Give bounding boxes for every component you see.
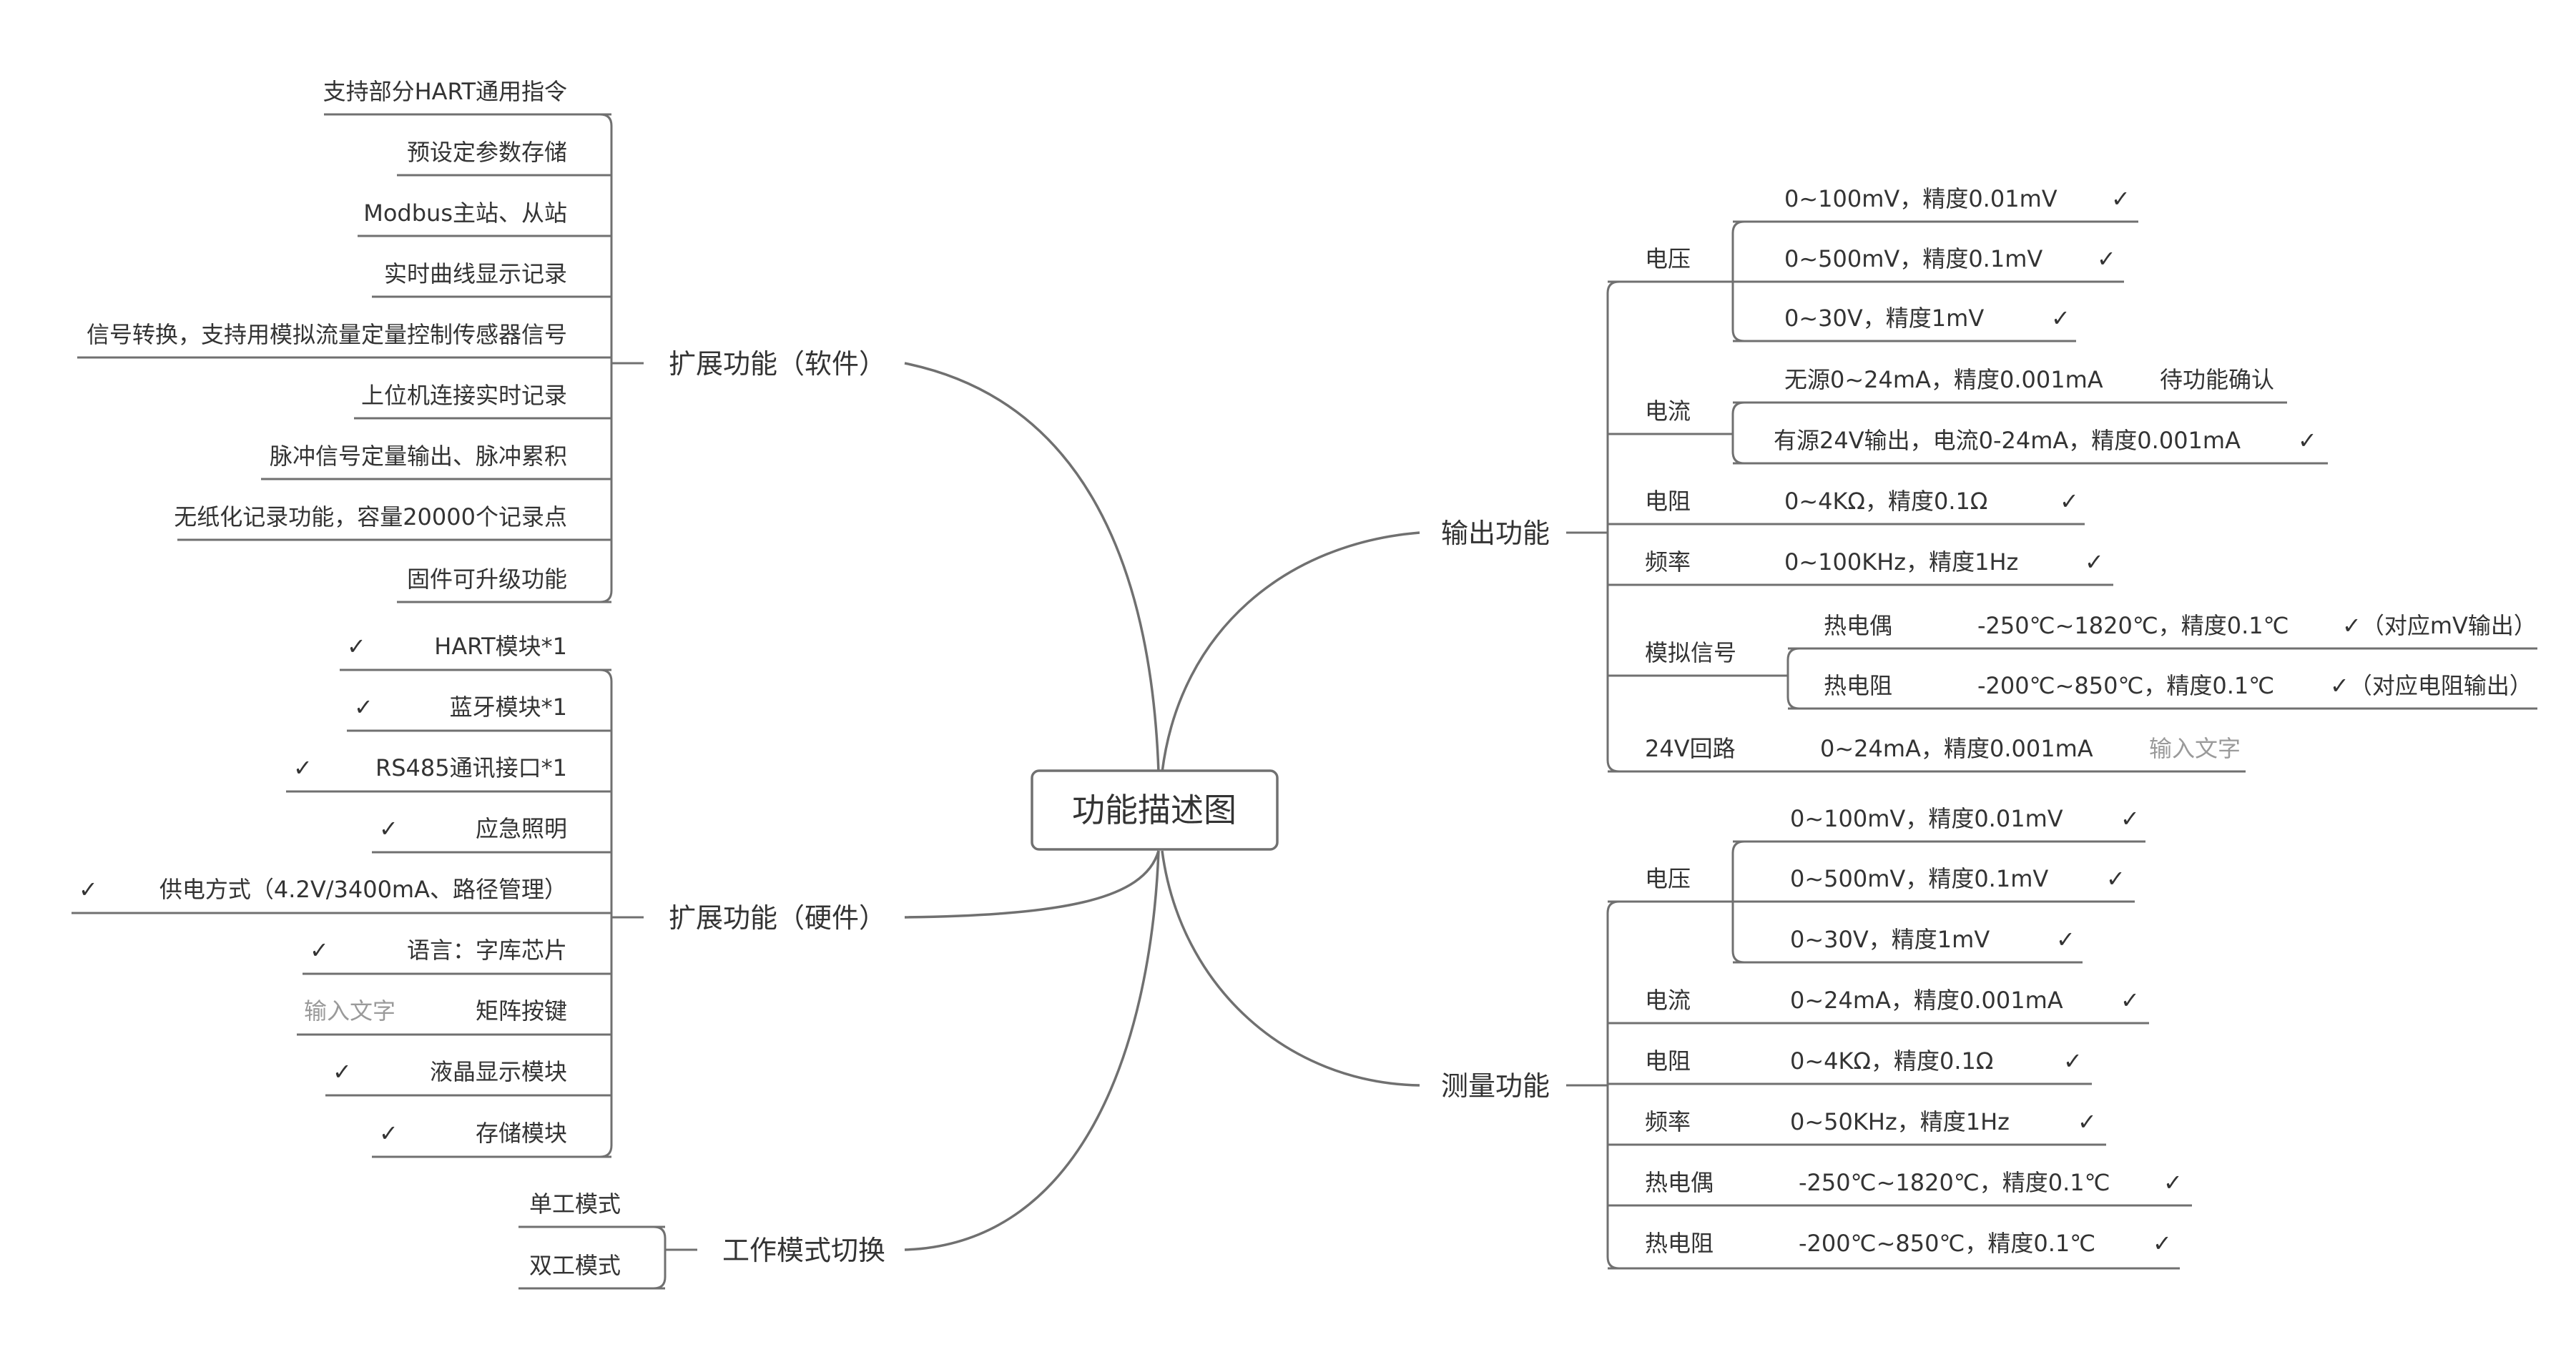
- hardware-mark: ✓: [354, 694, 373, 721]
- mode-item[interactable]: 单工模式: [529, 1190, 621, 1218]
- hardware-mark: ✓: [379, 1120, 398, 1147]
- status-note: 待功能确认: [2160, 366, 2274, 393]
- output-item[interactable]: 0~500mV，精度0.1mV: [1784, 245, 2042, 272]
- central-node-label: 功能描述图: [1072, 791, 1237, 829]
- hardware-mark: ✓: [379, 815, 398, 842]
- branch-measure-label[interactable]: 测量功能: [1441, 1070, 1550, 1102]
- software-item[interactable]: 信号转换，支持用模拟流量定量控制传感器信号: [87, 321, 567, 348]
- measure-item[interactable]: -250℃~1820℃，精度0.1℃: [1799, 1169, 2110, 1196]
- branch-software-label[interactable]: 扩展功能（软件）: [669, 348, 886, 380]
- text-placeholder[interactable]: 输入文字: [2149, 735, 2241, 762]
- check-mark: ✓: [2056, 926, 2075, 953]
- software-item[interactable]: Modbus主站、从站: [363, 199, 567, 227]
- output-group-label[interactable]: 频率: [1645, 548, 1691, 576]
- measure-item[interactable]: 0~50KHz，精度1Hz: [1790, 1108, 2010, 1135]
- check-mark: ✓: [2120, 987, 2140, 1014]
- measure-item[interactable]: 0~500mV，精度0.1mV: [1790, 865, 2048, 892]
- check-mark: ✓: [2153, 1230, 2172, 1257]
- output-group-label[interactable]: 电压: [1645, 245, 1691, 272]
- hardware-item[interactable]: 应急照明: [476, 815, 567, 842]
- measure-item[interactable]: 0~100mV，精度0.01mV: [1790, 805, 2063, 832]
- output-subitem-name[interactable]: 热电偶: [1824, 612, 1892, 639]
- connector-output: [1161, 531, 1420, 773]
- connector-software: [904, 362, 1160, 773]
- check-mark: ✓: [2111, 185, 2130, 212]
- hardware-item[interactable]: 语言：字库芯片: [407, 937, 567, 964]
- hardware-mark: ✓: [347, 633, 366, 660]
- check-mark-note: ✓（对应mV输出）: [2342, 612, 2537, 639]
- branch-output-label[interactable]: 输出功能: [1441, 518, 1550, 549]
- check-mark: ✓: [2060, 488, 2079, 515]
- output-subitem-name[interactable]: 热电阻: [1824, 672, 1892, 699]
- output-item[interactable]: 有源24V输出，电流0-24mA，精度0.001mA: [1774, 427, 2241, 454]
- check-mark: ✓: [2106, 865, 2125, 892]
- check-mark: ✓: [2085, 548, 2104, 576]
- hardware-mark-placeholder[interactable]: 输入文字: [304, 997, 395, 1025]
- measure-item[interactable]: 0~30V，精度1mV: [1790, 926, 1990, 953]
- hardware-mark: ✓: [79, 876, 98, 903]
- software-item[interactable]: 预设定参数存储: [407, 139, 567, 166]
- check-mark: ✓: [2063, 1047, 2083, 1075]
- measure-group-label[interactable]: 热电偶: [1645, 1169, 1714, 1196]
- measure-group-label[interactable]: 电流: [1645, 987, 1691, 1014]
- connector-hardware: [904, 850, 1160, 919]
- hardware-item[interactable]: 供电方式（4.2V/3400mA、路径管理）: [159, 876, 567, 903]
- hardware-item[interactable]: 存储模块: [476, 1120, 567, 1147]
- hardware-mark: ✓: [333, 1058, 352, 1085]
- measure-item[interactable]: 0~24mA，精度0.001mA: [1790, 987, 2063, 1014]
- hardware-item[interactable]: HART模块*1: [434, 633, 567, 660]
- branch-hardware: 扩展功能（硬件） ✓ HART模块*1 ✓ 蓝牙模块*1 ✓ RS485通讯接口…: [72, 633, 886, 1158]
- output-item[interactable]: 0~100mV，精度0.01mV: [1784, 185, 2058, 212]
- hardware-item[interactable]: 蓝牙模块*1: [450, 694, 567, 721]
- connector-measure: [1161, 850, 1420, 1087]
- measure-group-label[interactable]: 频率: [1645, 1108, 1691, 1135]
- branch-software: 扩展功能（软件） 支持部分HART通用指令 预设定参数存储 Modbus主站、从…: [77, 78, 886, 603]
- check-mark-note: ✓（对应电阻输出）: [2330, 672, 2532, 699]
- branch-output: 输出功能 电压 0~100mV，精度0.01mV ✓ 0~500mV，精度0.1…: [1441, 185, 2537, 773]
- output-item[interactable]: 0~24mA，精度0.001mA: [1820, 735, 2093, 762]
- software-item[interactable]: 上位机连接实时记录: [361, 382, 567, 409]
- output-group-label[interactable]: 模拟信号: [1645, 639, 1736, 666]
- check-mark: ✓: [2163, 1169, 2183, 1196]
- connector-mode: [904, 850, 1160, 1251]
- hardware-item[interactable]: RS485通讯接口*1: [375, 754, 567, 781]
- software-item[interactable]: 实时曲线显示记录: [384, 260, 567, 287]
- output-item[interactable]: -200℃~850℃，精度0.1℃: [1977, 672, 2274, 699]
- hardware-item[interactable]: 液晶显示模块: [430, 1058, 567, 1085]
- software-item[interactable]: 固件可升级功能: [407, 566, 567, 593]
- measure-group-label[interactable]: 热电阻: [1645, 1230, 1714, 1257]
- output-item[interactable]: 0~30V，精度1mV: [1784, 305, 1984, 332]
- output-item[interactable]: 无源0~24mA，精度0.001mA: [1784, 366, 2103, 393]
- measure-group-label[interactable]: 电阻: [1645, 1047, 1691, 1075]
- measure-item[interactable]: 0~4KΩ，精度0.1Ω: [1790, 1047, 1993, 1075]
- output-group-label[interactable]: 电流: [1645, 398, 1691, 425]
- measure-group-label[interactable]: 电压: [1645, 865, 1691, 892]
- check-mark: ✓: [2298, 427, 2317, 454]
- output-item[interactable]: -250℃~1820℃，精度0.1℃: [1977, 612, 2289, 639]
- branch-hardware-label[interactable]: 扩展功能（硬件）: [669, 902, 886, 934]
- hardware-mark: ✓: [310, 937, 329, 964]
- branch-mode: 工作模式切换 单工模式 双工模式: [518, 1190, 885, 1290]
- measure-item[interactable]: -200℃~850℃，精度0.1℃: [1799, 1230, 2095, 1257]
- central-node[interactable]: 功能描述图: [1031, 769, 1279, 851]
- hardware-item[interactable]: 矩阵按键: [476, 997, 567, 1025]
- software-item[interactable]: 脉冲信号定量输出、脉冲累积: [270, 443, 567, 470]
- output-group-label[interactable]: 24V回路: [1645, 735, 1736, 762]
- main-connectors: [904, 362, 1420, 1251]
- branch-measure: 测量功能 电压 0~100mV，精度0.01mV ✓ 0~500mV，精度0.1…: [1441, 805, 2192, 1270]
- software-item[interactable]: 无纸化记录功能，容量20000个记录点: [174, 503, 567, 531]
- software-item[interactable]: 支持部分HART通用指令: [323, 78, 567, 105]
- output-item[interactable]: 0~4KΩ，精度0.1Ω: [1784, 488, 1987, 515]
- output-group-label[interactable]: 电阻: [1645, 488, 1691, 515]
- check-mark: ✓: [2097, 245, 2116, 272]
- hardware-mark: ✓: [293, 754, 313, 781]
- branch-mode-label[interactable]: 工作模式切换: [722, 1235, 885, 1266]
- output-item[interactable]: 0~100KHz，精度1Hz: [1784, 548, 2018, 576]
- check-mark: ✓: [2120, 805, 2140, 832]
- check-mark: ✓: [2051, 305, 2070, 332]
- mode-item[interactable]: 双工模式: [529, 1252, 621, 1279]
- check-mark: ✓: [2078, 1108, 2097, 1135]
